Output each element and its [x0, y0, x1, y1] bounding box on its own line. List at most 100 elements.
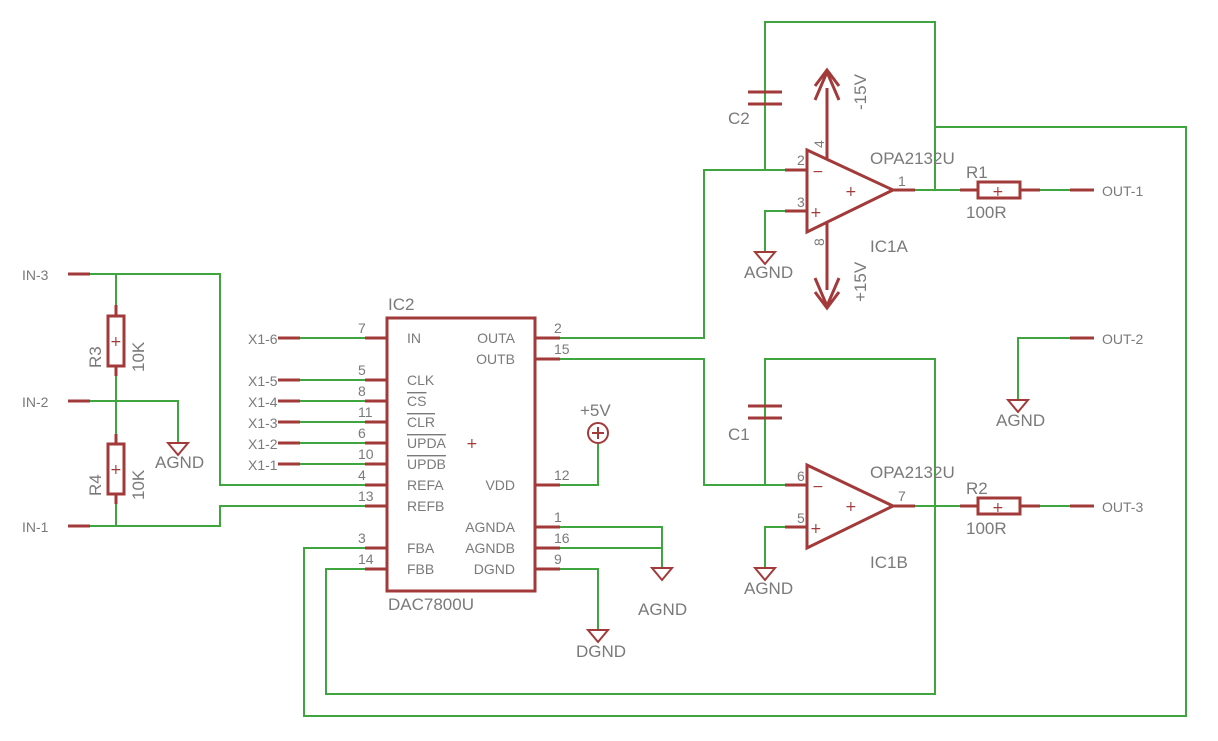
- ic2-pin-number: 1: [554, 509, 562, 525]
- label-agnd-1: AGND: [155, 453, 204, 472]
- label-in3: IN-3: [22, 267, 49, 283]
- capacitor-c1: C1: [728, 404, 782, 444]
- ic1a-value: OPA2132U: [870, 149, 955, 168]
- ic2-pin-number: 13: [358, 488, 374, 504]
- label-agnd-4: AGND: [744, 579, 793, 598]
- ic2-pin-number: 9: [554, 551, 562, 567]
- ic2-left-pins: 7IN5CLK8CS11CLR6UPDA10UPDB4REFA13REFB3FB…: [358, 320, 447, 577]
- ic1b-minus: −: [812, 479, 824, 495]
- ic2-pin-number: 16: [554, 530, 570, 546]
- agnd-symbol-ic1a: AGND: [744, 251, 793, 282]
- label-x1-3: X1-3: [248, 415, 278, 431]
- wire-in1: [90, 505, 365, 527]
- ic1a-pin1: 1: [898, 173, 906, 189]
- ic1b-pin6: 6: [797, 468, 805, 484]
- label-dgnd: DGND: [576, 642, 626, 661]
- agnd-symbol-ic1b: AGND: [744, 567, 793, 598]
- ic2-value: DAC7800U: [388, 595, 474, 614]
- wire-c2-loop: [764, 21, 936, 190]
- supply-5v: +5V: [580, 401, 611, 444]
- wire-ic1b-noninv: [764, 526, 785, 568]
- ic2-pin-number: 5: [358, 362, 366, 378]
- ic2-pin-number: 3: [358, 530, 366, 546]
- wires: [90, 21, 1187, 717]
- r1-mark: +: [992, 184, 1004, 200]
- ic2-pin-name: UPDB: [407, 456, 446, 472]
- ic1a-minus: −: [812, 164, 824, 180]
- r3-name: R3: [86, 346, 105, 368]
- ic1a-plus: +: [810, 205, 822, 221]
- wire-dgnd: [560, 568, 599, 630]
- ic1a-pin4: 4: [811, 140, 827, 148]
- wire-outb: [560, 358, 785, 486]
- wire-in2: [90, 400, 179, 443]
- label-minus15v: -15V: [851, 73, 870, 110]
- ic2-pin-number: 2: [554, 320, 562, 336]
- ic2-pin-name: VDD: [485, 477, 515, 493]
- ic2-pin-number: 6: [358, 425, 366, 441]
- ic1a-name: IC1A: [870, 237, 908, 256]
- ic2-pin-name: REFB: [407, 498, 444, 514]
- opamp-ic1a: 2 3 1 4 8 − + + -15V +15V OPA2132U IC1A: [785, 67, 955, 311]
- ic2-pin-name: AGNDA: [465, 519, 515, 535]
- label-x1-6: X1-6: [248, 331, 278, 347]
- wire-c1-loop: [764, 358, 936, 506]
- ic2-pin-name: FBA: [407, 540, 435, 556]
- ic2-pin-name: IN: [407, 330, 421, 346]
- ic2-pin-name: CLR: [407, 414, 435, 430]
- ic1b-value: OPA2132U: [870, 463, 955, 482]
- wire-agnda: [560, 526, 663, 568]
- label-out2: OUT-2: [1102, 331, 1143, 347]
- resistor-r4: + R4 10K: [86, 434, 148, 504]
- wire-out2: [1017, 337, 1090, 400]
- resistor-r3: + R3 10K: [86, 305, 148, 376]
- ic2-pin-name: DGND: [474, 561, 515, 577]
- ic2-name: IC2: [388, 295, 414, 314]
- label-x1-4: X1-4: [248, 394, 278, 410]
- agnd-symbol-out2: AGND: [996, 399, 1045, 430]
- r2-value: 100R: [966, 519, 1007, 538]
- resistor-r2: + R2 100R: [960, 479, 1040, 538]
- ic2-pin-name: CS: [407, 393, 426, 409]
- wire-vdd: [560, 444, 599, 486]
- ic2-pin-number: 14: [358, 551, 374, 567]
- wire-fbb: [325, 506, 936, 695]
- ic2-pin-number: 7: [358, 320, 366, 336]
- c2-name: C2: [728, 109, 750, 128]
- ic2-pin-name: AGNDB: [465, 540, 515, 556]
- ic2-pin-number: 10: [358, 446, 374, 462]
- ic2-pin-name: CLK: [407, 372, 435, 388]
- r3-value: 10K: [129, 341, 148, 372]
- label-in1: IN-1: [22, 519, 49, 535]
- r4-mark: +: [110, 462, 122, 478]
- dgnd-symbol: DGND: [576, 629, 626, 661]
- ic2-pin-name: REFA: [407, 477, 444, 493]
- ic1a-pin3: 3: [797, 194, 805, 210]
- r4-value: 10K: [129, 469, 148, 500]
- label-plus15v: +15V: [851, 261, 870, 302]
- ic2-pin-name: UPDA: [407, 435, 447, 451]
- wire-in3: [90, 273, 365, 486]
- ic1b-plus-center: +: [845, 499, 857, 515]
- wire-fba: [303, 126, 1187, 717]
- label-in2: IN-2: [22, 394, 49, 410]
- ic2-plus: +: [466, 436, 478, 452]
- c1-name: C1: [728, 425, 750, 444]
- ic2-pin-number: 15: [554, 341, 570, 357]
- ic2-pin-number: 11: [358, 404, 373, 420]
- wire-outa: [560, 169, 785, 339]
- ic1a-plus-center: +: [845, 184, 857, 200]
- ic2-pin-name: OUTB: [476, 351, 515, 367]
- ic1b-name: IC1B: [870, 553, 908, 572]
- label-agnd-5: AGND: [996, 411, 1045, 430]
- ic1b-plus: +: [810, 521, 822, 537]
- label-agnd-2: AGND: [638, 600, 687, 619]
- ic2-pin-number: 12: [554, 467, 570, 483]
- r2-name: R2: [966, 479, 988, 498]
- resistor-r1: + R1 100R: [960, 163, 1040, 222]
- opamp-ic1b: 6 5 7 − + + OPA2132U IC1B: [785, 462, 955, 572]
- label-x1-1: X1-1: [248, 457, 278, 473]
- ic2-pin-name: FBB: [407, 561, 434, 577]
